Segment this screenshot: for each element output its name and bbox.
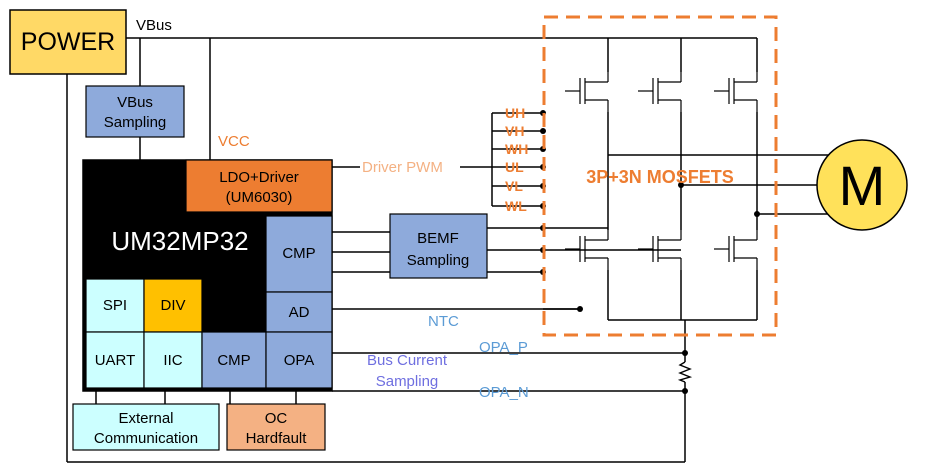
ad-block <box>265 291 333 333</box>
oc-hardfault-label-2: Hardfault <box>246 430 308 447</box>
vbus-sampling-label-2: Sampling <box>104 114 167 131</box>
vbus-label: VBus <box>136 17 172 34</box>
iic-block <box>143 331 203 389</box>
spi-label: SPI <box>103 297 127 314</box>
pwm-label-vl: VL <box>505 178 523 194</box>
pwm-label-wl: WL <box>505 198 527 214</box>
ldo-driver-label-2: (UM6030) <box>226 189 293 206</box>
oc-hardfault-label-1: OC <box>265 410 288 427</box>
vbus-sampling-block <box>85 85 185 138</box>
mcu-label: UM32MP32 <box>111 226 248 256</box>
ntc-label: NTC <box>428 313 459 330</box>
pwm-label-uh: UH <box>505 105 525 121</box>
driver-pwm-label: Driver PWM <box>362 159 443 176</box>
cmp-top-label: CMP <box>282 245 315 262</box>
external-communication-block <box>72 403 220 451</box>
cmp-top-block <box>265 215 333 293</box>
bemf-label-2: Sampling <box>407 252 470 269</box>
iic-label: IIC <box>163 352 182 369</box>
ldo-driver-label-1: LDO+Driver <box>219 169 299 186</box>
pwm-signal-labels: UH VH WH UL VL WL <box>505 105 528 214</box>
external-comm-label-1: External <box>118 410 173 427</box>
spi-block <box>85 278 145 333</box>
motor-label: M <box>839 154 886 217</box>
pwm-label-ul: UL <box>505 159 524 175</box>
div-label: DIV <box>160 297 185 314</box>
ldo-driver-block <box>185 159 333 213</box>
bus-current-label-2: Sampling <box>376 373 439 390</box>
external-comm-label-2: Communication <box>94 430 198 447</box>
opa-n-label: OPA_N <box>479 384 529 401</box>
vcc-label: VCC <box>218 133 250 150</box>
pwm-label-vh: VH <box>505 123 524 139</box>
opa-p-label: OPA_P <box>479 339 528 356</box>
cmp-bottom-block <box>201 331 267 389</box>
mosfets-label: 3P+3N MOSFETS <box>586 167 734 187</box>
bemf-sampling-block <box>389 213 488 279</box>
mosfet-glyphs <box>565 72 758 270</box>
bemf-label-1: BEMF <box>417 230 459 247</box>
cmp-bottom-label: CMP <box>217 352 250 369</box>
uart-label: UART <box>95 352 136 369</box>
bus-current-label-1: Bus Current <box>367 352 448 369</box>
opa-label: OPA <box>284 352 315 369</box>
vbus-sampling-label-1: VBus <box>117 94 153 111</box>
opa-block <box>265 331 333 389</box>
shunt-resistor-icon <box>677 361 693 383</box>
power-label: POWER <box>21 28 115 56</box>
wires <box>66 37 832 463</box>
pwm-label-wh: WH <box>505 141 528 157</box>
ad-label: AD <box>289 304 310 321</box>
motor-icon <box>816 139 908 231</box>
mosfets-group-box <box>542 15 778 337</box>
oc-hardfault-block <box>226 403 326 451</box>
junction-dots <box>540 110 760 394</box>
power-block <box>9 9 127 75</box>
